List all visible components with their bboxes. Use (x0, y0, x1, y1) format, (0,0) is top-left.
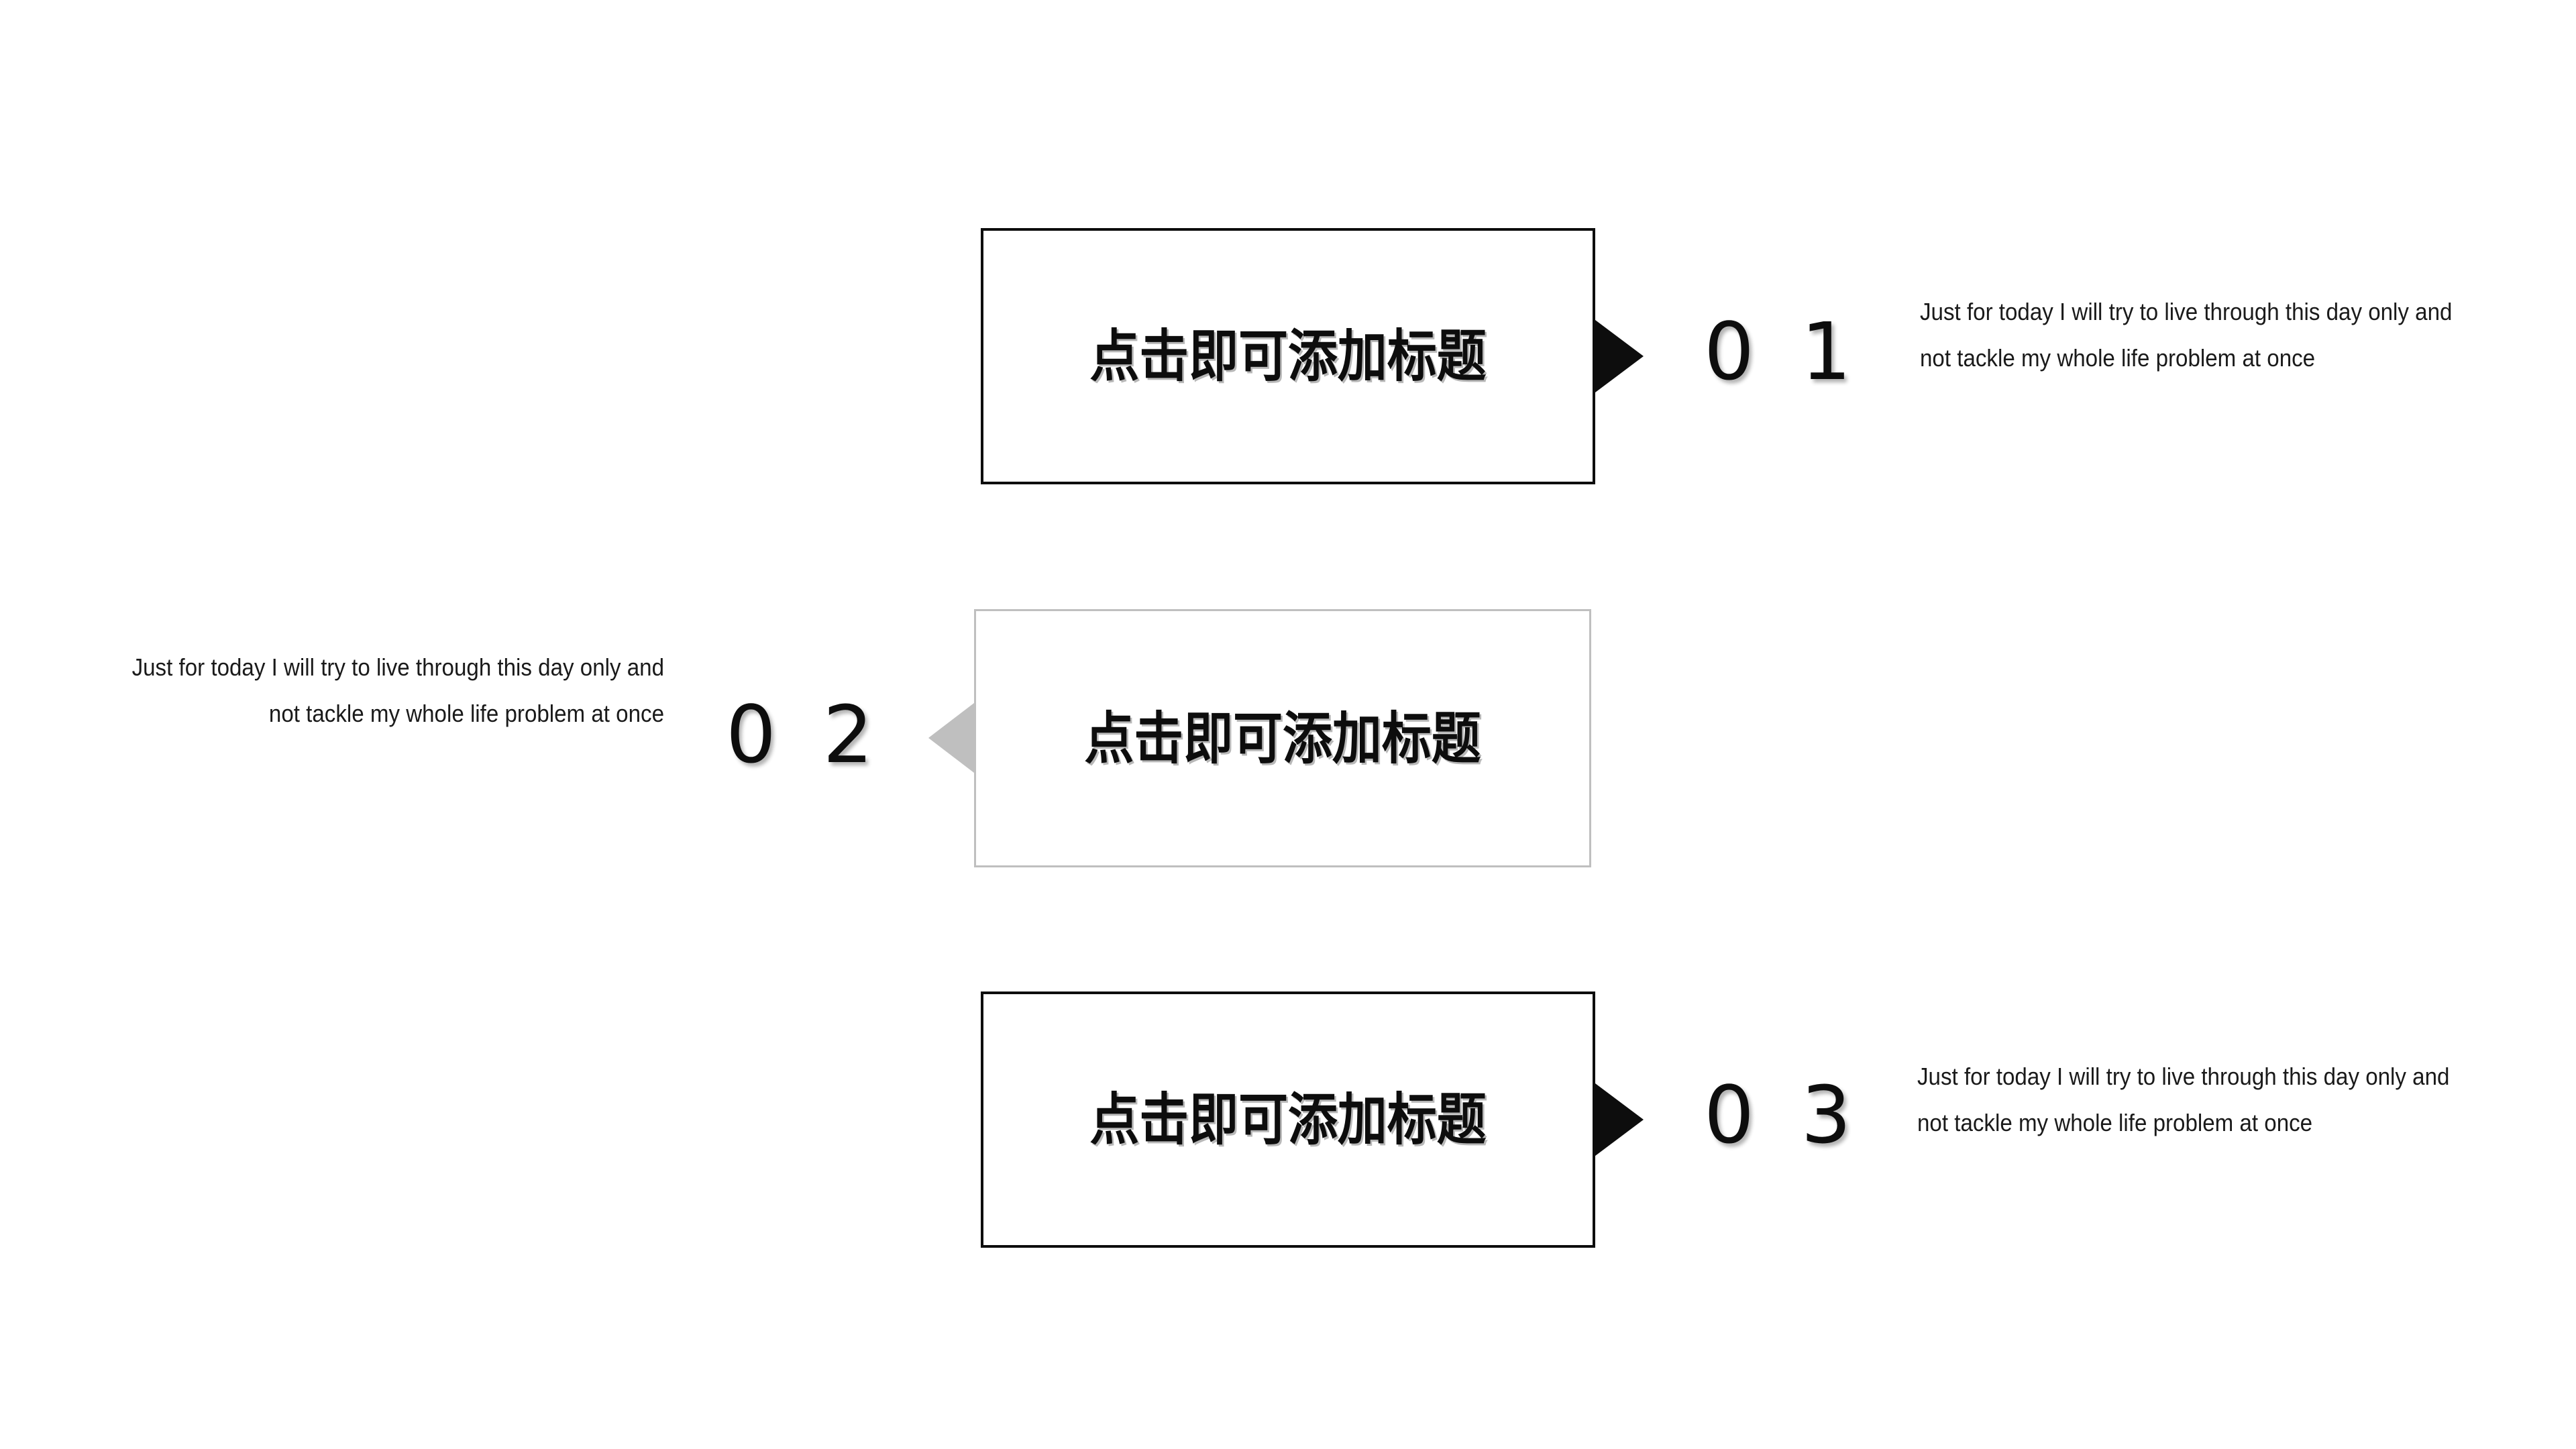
description-text-03: Just for today I will try to live throug… (1917, 1063, 2450, 1137)
title-text-03: 点击即可添加标题 (1089, 1087, 1487, 1152)
arrow-right-icon-03 (1595, 1083, 1644, 1156)
index-number-03: 0 3 (1704, 1069, 1862, 1161)
title-box-01[interactable]: 点击即可添加标题 (981, 228, 1595, 484)
index-number-01: 0 1 (1704, 305, 1862, 398)
arrow-right-icon-01 (1595, 320, 1644, 392)
title-text-02: 点击即可添加标题 (1084, 705, 1481, 771)
index-number-02: 0 2 (726, 688, 884, 781)
title-text-01: 点击即可添加标题 (1089, 323, 1487, 389)
description-text-02: Just for today I will try to live throug… (131, 653, 664, 728)
arrow-left-icon-02 (928, 703, 974, 773)
description-text-01: Just for today I will try to live throug… (1920, 298, 2453, 372)
title-box-02[interactable]: 点击即可添加标题 (974, 609, 1591, 867)
title-box-03[interactable]: 点击即可添加标题 (981, 991, 1595, 1248)
